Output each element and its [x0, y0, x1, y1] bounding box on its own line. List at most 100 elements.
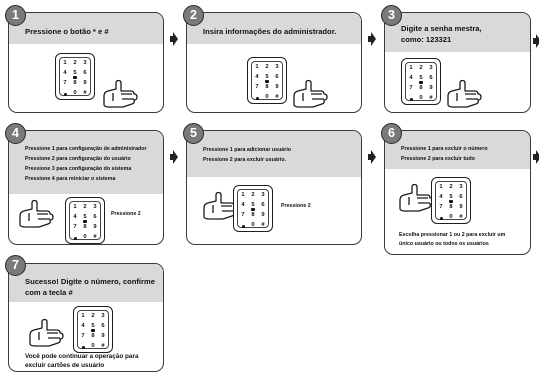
arrow-head [173, 32, 178, 46]
keypad-key-4: 4 [78, 323, 88, 330]
step-2-header: Insira informações do administrador. [187, 13, 361, 44]
keypad-key-6: 6 [456, 194, 466, 201]
keypad-key-1: 1 [78, 313, 88, 320]
step-4-badge: 4 [5, 123, 26, 144]
keypad-key-1: 1 [60, 60, 70, 67]
step-4-caption: Pressione 2 [111, 211, 141, 217]
arrow-stem [170, 154, 173, 160]
step-5-panel: Pressione 1 para adicionar usuário Press… [186, 130, 362, 245]
pointing-hand-icon [445, 79, 483, 109]
keypad-key-1: 1 [406, 65, 416, 72]
keypad-key-3: 3 [456, 184, 466, 191]
keypad-key-3: 3 [80, 60, 90, 67]
keypad-key-1: 1 [238, 192, 248, 199]
keypad-key-star [440, 217, 443, 220]
keypad-key-7: 7 [78, 333, 88, 340]
keypad-key-8: 8 [416, 85, 426, 92]
step-4-line-3: Pressione 3 para configuração do sistema [25, 165, 131, 174]
keypad-key-8: 8 [248, 212, 258, 219]
step-1-header: Pressione o botão * e # [9, 13, 163, 44]
keypad-key-9: 9 [80, 80, 90, 87]
keypad-key-3: 3 [258, 192, 268, 199]
keypad-sensor [449, 200, 453, 203]
hand-outline [30, 320, 63, 347]
keypad-key-2: 2 [262, 64, 272, 71]
keypad-sensor [83, 220, 87, 223]
keypad-key-1: 1 [70, 204, 80, 211]
keypad-key-0: 0 [446, 214, 456, 221]
hand-outline [20, 201, 53, 228]
step-6-line-1: Pressione 1 para excluir o número [401, 145, 488, 154]
step-2-line-1: Insira informações do administrador. [203, 27, 336, 38]
keypad-key-9: 9 [258, 212, 268, 219]
arrow-head [371, 32, 376, 46]
keypad-key-8: 8 [446, 204, 456, 211]
keypad-key-3: 3 [98, 313, 108, 320]
keypad-key-hash: # [456, 214, 466, 221]
keypad-key-8: 8 [70, 80, 80, 87]
keypad-key-0: 0 [416, 95, 426, 102]
step-5-line-1: Pressione 1 para adicionar usuário [203, 146, 291, 155]
step-6-header: Pressione 1 para excluir o número Pressi… [385, 131, 530, 169]
step-7-line-2: com a tecla # [25, 288, 73, 299]
arrow-stem [368, 154, 371, 160]
keypad-key-1: 1 [252, 64, 262, 71]
step-5-header: Pressione 1 para adicionar usuário Press… [187, 131, 361, 177]
keypad-key-2: 2 [88, 313, 98, 320]
step-4-line-1: Pressione 1 para configuração de adminis… [25, 145, 147, 154]
step-3-header: Digite a senha mestra, como: 123321 [385, 13, 530, 52]
keypad-key-0: 0 [80, 234, 90, 241]
keypad-key-6: 6 [426, 75, 436, 82]
hand-outline [104, 81, 137, 108]
keypad-key-1: 1 [436, 184, 446, 191]
step-6-footer-1: Escolha pressionar 1 ou 2 para excluir u… [399, 231, 505, 240]
keypad-key-star [410, 98, 413, 101]
keypad-key-9: 9 [456, 204, 466, 211]
keypad-key-0: 0 [248, 222, 258, 229]
arrow-head [371, 150, 376, 164]
keypad-key-7: 7 [436, 204, 446, 211]
keypad-key-star [256, 97, 259, 100]
step-1-line-1: Pressione o botão * e # [25, 27, 109, 38]
keypad-key-9: 9 [90, 224, 100, 231]
step-4-header: Pressione 1 para configuração de adminis… [9, 131, 163, 194]
step-5-badge: 5 [183, 123, 204, 144]
keypad-key-7: 7 [406, 85, 416, 92]
step-7-badge: 7 [5, 255, 26, 276]
next-arrow-icon [170, 150, 178, 164]
step-3-badge: 3 [381, 5, 402, 26]
keypad-key-0: 0 [262, 94, 272, 101]
arrow-stem [533, 154, 536, 160]
step-6-badge: 6 [381, 123, 402, 144]
step-6-footer-2: único usuário ou todos os usuários [399, 240, 489, 249]
keypad-key-9: 9 [98, 333, 108, 340]
step-4-panel: Pressione 1 para configuração de adminis… [8, 130, 164, 245]
keypad-key-hash: # [272, 94, 282, 101]
step-6-line-2: Pressione 2 para excluir tudo [401, 155, 475, 164]
arrow-head [173, 150, 178, 164]
keypad-key-0: 0 [70, 90, 80, 97]
keypad-key-star [64, 93, 67, 96]
keypad-key-hash: # [90, 234, 100, 241]
step-1-badge: 1 [5, 5, 26, 26]
keypad-key-3: 3 [272, 64, 282, 71]
keypad-key-4: 4 [406, 75, 416, 82]
hand-outline [400, 185, 433, 212]
keypad-sensor [265, 80, 269, 83]
hand-outline [294, 81, 327, 108]
keypad: 1234567890# [55, 53, 95, 100]
keypad-key-8: 8 [262, 84, 272, 91]
step-7-header: Sucesso! Digite o número, confirme com a… [9, 264, 163, 302]
hand-outline [448, 81, 481, 108]
step-5-caption: Pressione 2 [281, 203, 311, 209]
arrow-stem [368, 36, 371, 42]
keypad-key-star [242, 225, 245, 228]
step-3-line-2: como: 123321 [401, 35, 451, 46]
next-arrow-icon [170, 32, 178, 46]
